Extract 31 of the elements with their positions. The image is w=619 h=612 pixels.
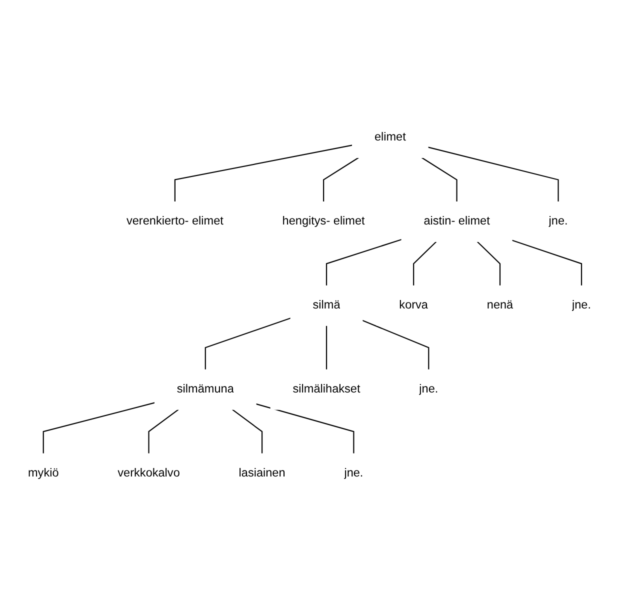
node-text: aistin- elimet xyxy=(424,215,490,228)
connector xyxy=(421,158,458,202)
connector xyxy=(204,318,291,370)
connector xyxy=(174,144,352,202)
node-text: jne. xyxy=(344,467,364,480)
node-text: mykiö xyxy=(28,467,59,480)
node-text: jne. xyxy=(548,215,568,228)
node-text: silmälihakset xyxy=(292,383,360,396)
node-text: hengitys- elimet xyxy=(282,215,365,228)
connector xyxy=(362,320,430,370)
connector xyxy=(42,402,155,454)
connector xyxy=(512,240,582,286)
connector xyxy=(148,409,179,454)
node-text: lasiainen xyxy=(238,467,286,480)
node-text: verkkokalvo xyxy=(118,467,180,480)
node-text: jne. xyxy=(419,383,438,396)
node-text: jne. xyxy=(572,299,592,312)
connector xyxy=(428,147,559,202)
connector xyxy=(326,326,328,370)
node-text: silmämuna xyxy=(176,383,234,396)
connector xyxy=(413,242,437,286)
node-text: verenkierto- elimet xyxy=(126,215,224,228)
connector xyxy=(232,409,263,454)
node-text: nenä xyxy=(486,299,514,312)
connector xyxy=(256,404,354,454)
node-text: korva xyxy=(399,299,428,312)
connector xyxy=(476,242,501,286)
connector xyxy=(326,239,402,286)
connector xyxy=(323,158,359,202)
node-text: elimet xyxy=(374,131,406,144)
node-text: silmä xyxy=(312,299,340,312)
